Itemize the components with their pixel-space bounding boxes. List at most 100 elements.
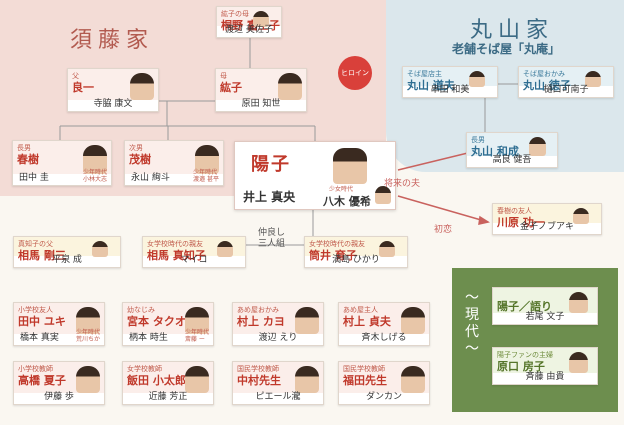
character-role: 女学校時代の親友: [147, 240, 203, 248]
character-card-father: 父良一寺脇 康文: [67, 68, 159, 112]
character-name: 相馬 真知子: [147, 249, 206, 262]
actor-portrait: [195, 145, 219, 174]
character-role: 紘子の母: [221, 10, 249, 18]
character-card-mother: 母紘子原田 知世: [215, 68, 307, 112]
actor-portrait: [469, 71, 485, 87]
heroine-young-portrait: [375, 186, 391, 204]
actor-name: 満島 ひかり: [332, 255, 380, 265]
character-name: 中村先生: [237, 374, 281, 387]
character-card-narration: 陽子／語り若尾 文子: [492, 287, 598, 325]
character-role: 国民学校教師: [237, 365, 279, 373]
character-name: 村上 カヨ: [237, 315, 285, 328]
actor-name: 原田 知世: [241, 99, 281, 109]
first-love-label: 初恋: [434, 225, 453, 235]
actor-portrait: [379, 241, 395, 257]
actor-name: マイコ: [180, 255, 208, 265]
character-card-fusako: 陽子ファンの主婦原口 房子斉藤 由貴: [492, 347, 598, 385]
actor-portrait: [569, 352, 588, 373]
actor-portrait: [130, 73, 154, 100]
character-role: 真知子の父: [18, 240, 53, 248]
character-name: 飯田 小太郎: [127, 374, 186, 387]
character-role: 国民学校教師: [343, 365, 385, 373]
character-role: 幼なじみ: [127, 306, 155, 314]
character-card-kotaro: 女学校教師飯田 小太郎近藤 芳正: [122, 361, 214, 405]
heroine-badge: ヒロイン: [338, 56, 372, 90]
character-card-takuo: 幼なじみ宮本 タクオ柄本 時生少年時代 斎藤 ー: [122, 302, 214, 346]
actor-name: 渡辺 えり: [258, 333, 298, 343]
first-love-arrow: [397, 195, 489, 223]
actor-name: 若尾 文子: [525, 312, 565, 322]
actor-name: 金子ノブアキ: [519, 222, 574, 232]
actor-portrait: [217, 241, 233, 257]
actor-portrait: [278, 73, 302, 100]
actor-name: 田中 圭: [19, 173, 49, 183]
actor-name: 串田 和美: [430, 85, 470, 95]
sudo-family-title: 須藤家: [70, 28, 155, 53]
young-actor-note: 少年時代 小林大志: [82, 169, 107, 183]
character-role: あめ屋おかみ: [237, 306, 279, 314]
actor-portrait: [295, 307, 319, 334]
character-role: 長男: [471, 136, 485, 144]
young-actor-note: 少年時代 斎藤 ー: [184, 329, 209, 343]
character-card-fukuda: 国民学校教師福田先生ダンカン: [338, 361, 430, 405]
future-husband-label: 将来の夫: [384, 179, 421, 189]
character-role: そば屋おかみ: [523, 70, 565, 78]
actor-name: ピエール瀧: [255, 392, 301, 402]
actor-name: 斉藤 由貴: [525, 372, 565, 382]
modern-era-label: ～現代～: [465, 290, 479, 357]
character-card-sadao: あめ屋主人村上 貞夫斉木しげる: [338, 302, 430, 346]
character-role: あめ屋主人: [343, 306, 378, 314]
actor-name: 平泉 成: [52, 255, 82, 265]
character-role: 長男: [17, 144, 31, 152]
character-role: 女学校時代の親友: [309, 240, 365, 248]
actor-name: 近藤 芳正: [148, 392, 188, 402]
character-role: 小学校教師: [18, 365, 53, 373]
character-name: 福田先生: [343, 374, 387, 387]
actor-portrait: [573, 208, 589, 224]
character-role: そば屋店主: [407, 70, 442, 78]
actor-portrait: [83, 145, 107, 174]
actor-name: 高良 健吾: [492, 155, 532, 165]
actor-name: 寺脇 康文: [93, 99, 133, 109]
actor-name: 斉木しげる: [361, 333, 407, 343]
actor-portrait: [185, 366, 209, 393]
character-card-shigeki: 次男茂樹永山 絢斗少年時代 渡邉 甚平: [124, 140, 224, 186]
character-name: 良一: [72, 81, 94, 94]
young-actor-note: 少年時代 渡邉 甚平: [193, 169, 219, 183]
character-name: 紘子: [220, 81, 242, 94]
character-role: 小学校友人: [18, 306, 53, 314]
actor-portrait: [585, 71, 601, 87]
character-role: 女学校教師: [127, 365, 162, 373]
character-name: 丸山 道夫: [407, 79, 455, 92]
actor-name: 永山 絢斗: [131, 173, 170, 183]
character-card-tokuko: そば屋おかみ丸山 徳子樋口可南子: [518, 66, 614, 98]
character-name: 田中 ユキ: [18, 315, 66, 328]
character-name: 高橋 夏子: [18, 374, 66, 387]
maruyama-family-subtitle: 老舗そば屋「丸庵」: [452, 42, 561, 56]
heroine-portrait: [333, 148, 367, 184]
actor-portrait: [569, 292, 588, 313]
actor-portrait: [76, 366, 100, 393]
maruyama-family-title: 丸山家: [470, 18, 555, 43]
heroine-young-role: 少女時代: [329, 186, 354, 193]
character-card-aiba-father: 真知子の父相馬 剛三平泉 成: [13, 236, 121, 268]
character-card-kazuko-mother: 紘子の母桐野 富士子渡辺 美佐子: [216, 6, 282, 38]
character-name: 春樹: [17, 153, 39, 166]
actor-portrait: [529, 137, 546, 156]
actor-portrait: [253, 11, 269, 27]
heroine-young-actor: 八木 優希: [323, 195, 371, 208]
young-actor-note: 少年時代 荒川ちか: [75, 329, 100, 343]
character-card-kawahara: 春樹の友人川原 功一金子ノブアキ: [492, 203, 602, 235]
character-card-haruki: 長男春樹田中 圭 少年時代 小林大志: [12, 140, 112, 186]
character-card-natsuko: 小学校教師高橋 夏子伊藤 歩: [13, 361, 105, 405]
character-card-kazunari: 長男丸山 和成高良 健吾: [466, 132, 558, 168]
character-name: 川原 功一: [497, 216, 545, 229]
character-role: 母: [220, 72, 227, 80]
character-card-ikuko: 女学校時代の親友筒井 育子満島 ひかり: [304, 236, 408, 268]
actor-name: 伊藤 歩: [44, 392, 74, 402]
character-card-michio: そば屋店主丸山 道夫串田 和美: [402, 66, 498, 98]
character-card-nakamura: 国民学校教師中村先生ピエール瀧: [232, 361, 324, 405]
character-card-yuki: 小学校友人田中 ユキ橋本 真実少年時代 荒川ちか: [13, 302, 105, 346]
character-name: 茂樹: [129, 153, 151, 166]
actor-portrait: [76, 307, 100, 334]
